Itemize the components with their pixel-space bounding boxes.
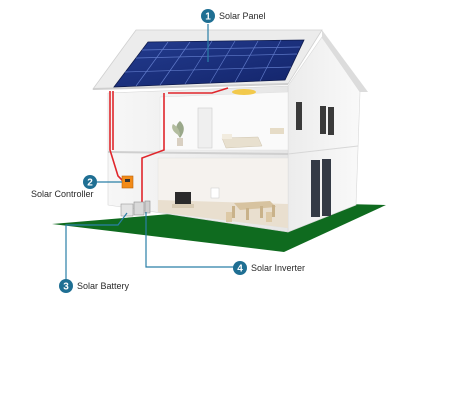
window-upper-1 (296, 102, 302, 130)
glass-door-2 (322, 159, 331, 216)
bed (221, 134, 263, 149)
battery-inverter-units (120, 200, 151, 217)
tv (172, 192, 194, 208)
callout-solar-controller: 2 Solar Controller (31, 175, 97, 199)
solar-panel (113, 39, 305, 88)
ceiling-light (232, 89, 256, 95)
solar-panel-array (113, 39, 305, 88)
callout-number-2: 2 (87, 178, 93, 189)
callout-badge-3 (59, 279, 73, 293)
roof-edge-right (322, 30, 368, 92)
callout-solar-battery: 3 Solar Battery (59, 279, 130, 293)
plant-icon (172, 121, 184, 146)
callout-label-solar-inverter: Solar Inverter (251, 263, 305, 273)
callout-solar-inverter: 4 Solar Inverter (233, 261, 305, 275)
window-upper-2 (320, 106, 326, 134)
glass-door-1 (311, 160, 320, 217)
callout-number-4: 4 (237, 264, 243, 275)
callout-label-solar-controller: Solar Controller (31, 189, 94, 199)
callout-label-solar-battery: Solar Battery (77, 281, 130, 291)
upstairs-door (197, 107, 213, 149)
solar-controller-unit (121, 175, 134, 189)
callout-badge-4 (233, 261, 247, 275)
callout-badge-2 (83, 175, 97, 189)
callout-label-solar-panel: Solar Panel (219, 11, 266, 21)
callout-solar-panel: 1 Solar Panel (201, 9, 266, 23)
callout-badge-1 (201, 9, 215, 23)
leader-lines (65, 24, 236, 284)
callout-number-3: 3 (63, 282, 69, 293)
window-upper-3 (328, 107, 334, 135)
callout-number-1: 1 (205, 12, 211, 23)
floor-divider (107, 151, 289, 155)
dining-set (226, 201, 276, 222)
